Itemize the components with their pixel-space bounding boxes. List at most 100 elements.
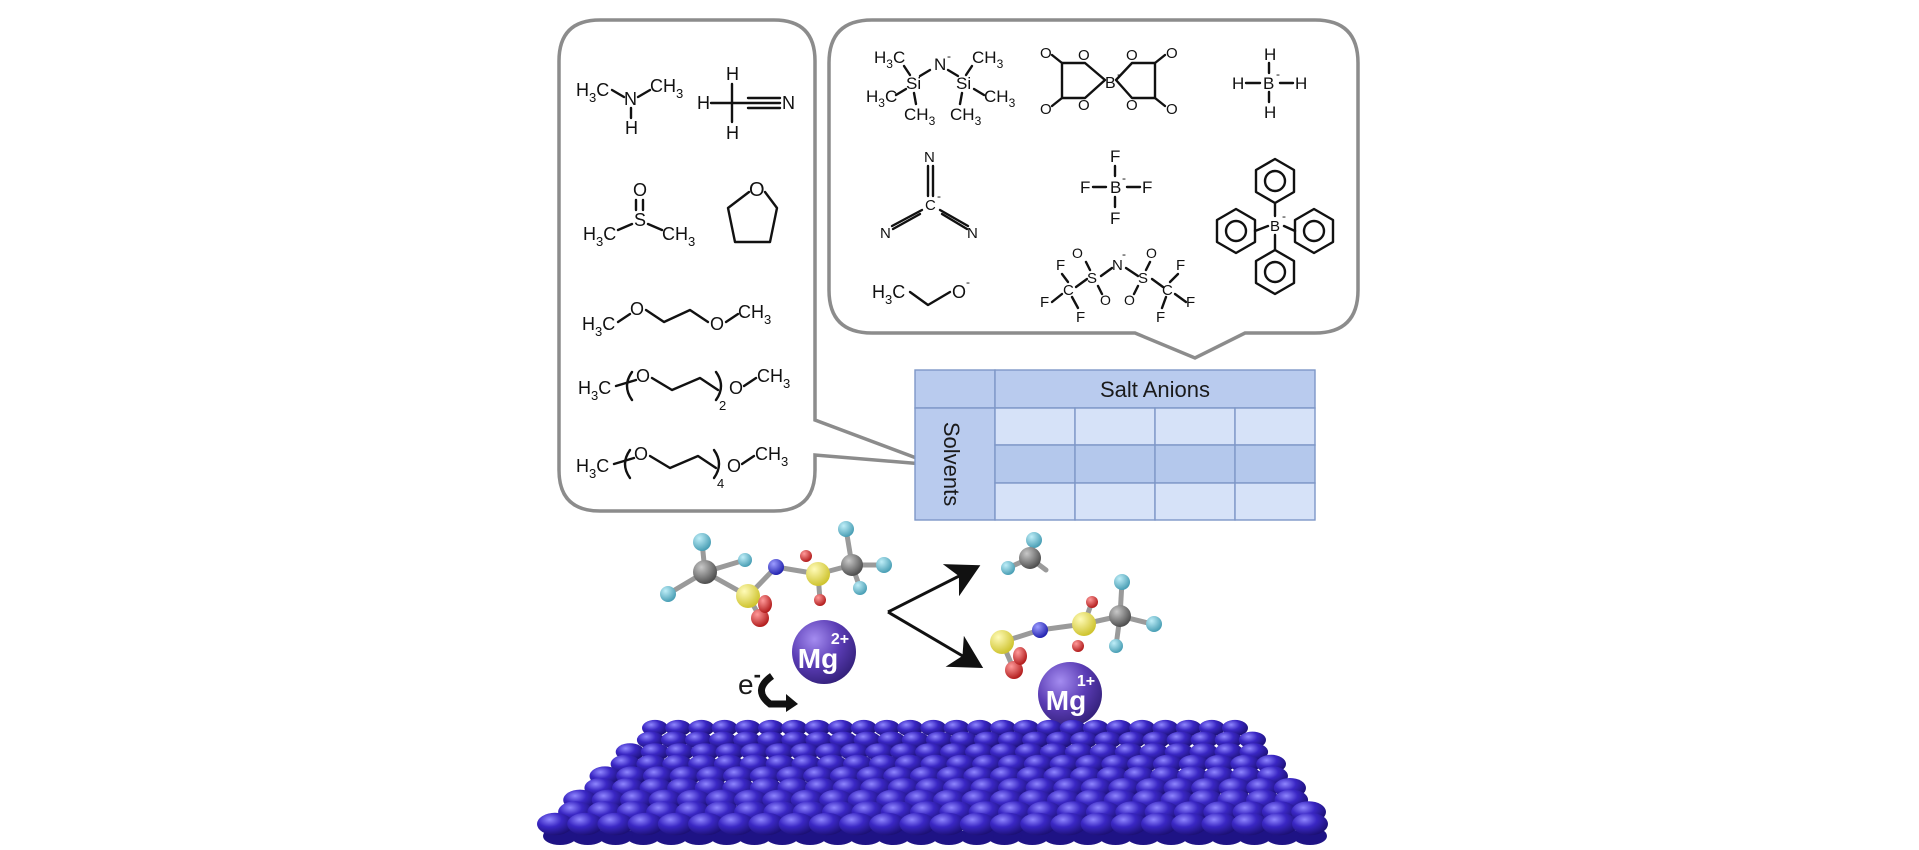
atom-fluorine [1001, 561, 1015, 575]
dme-o1: O [630, 299, 644, 319]
bob-o-1: O [1040, 45, 1052, 62]
electrode-atom [758, 719, 784, 737]
atom-fluorine [853, 581, 867, 595]
electrode-atom [1080, 812, 1117, 836]
electrode-atom [688, 812, 724, 836]
electrode-atom [711, 719, 738, 737]
atom-oxygen [758, 595, 772, 613]
tcm-n-top: N [924, 149, 935, 166]
tfsi-charge: - [1122, 247, 1126, 261]
bph4-charge: - [1282, 209, 1286, 223]
hmds-si-left: Si [906, 74, 921, 93]
atom-fluorine [660, 586, 676, 602]
bob-o-7: O [1166, 45, 1178, 62]
electrode-atom [839, 812, 875, 836]
solvents-bubble-outline [557, 18, 936, 513]
table-cell [1074, 407, 1156, 446]
hmds-ch3-e: CH3 [984, 87, 1016, 110]
bh4-b: B [1263, 74, 1274, 93]
table-cell [994, 407, 1076, 446]
electrode-atom [1201, 812, 1238, 836]
tcm-anion-structure: N C - N N [880, 149, 978, 242]
tcm-c: C [925, 197, 936, 214]
atom-oxygen [1086, 596, 1098, 608]
tfsi-f-2: F [1040, 294, 1049, 311]
table-cell [1234, 482, 1316, 521]
solvent-anion-table: Salt Anions Solvents [914, 369, 1316, 521]
dmso-left-label: H3C [583, 224, 616, 249]
hmds-ch3-a: H3C [874, 48, 905, 71]
bob-o-6: O [1126, 97, 1138, 114]
diglyme-left-label: H3C [578, 378, 611, 403]
bf4-f-top: F [1110, 147, 1120, 166]
atom-sulfur [990, 630, 1014, 654]
tfsi-f-4: F [1176, 257, 1185, 274]
electrode-atom [1261, 812, 1298, 836]
dme-left-label: H3C [582, 314, 615, 339]
tfsi-f-1: F [1056, 257, 1065, 274]
tfsi-anion-structure: F F F C S O O N - S O O C [1040, 245, 1195, 326]
electrode-atom [781, 719, 808, 737]
diglyme-o2: O [729, 378, 743, 398]
atom-fluorine [1026, 532, 1042, 548]
ethoxide-o: O [952, 282, 966, 302]
table-column-header-label: Salt Anions [1100, 377, 1210, 402]
atom-fluorine [1114, 574, 1130, 590]
hmds-n: N [934, 55, 946, 74]
table-column-header [994, 369, 1316, 409]
electrode-atom [748, 812, 785, 836]
atom-oxygen [1013, 647, 1027, 665]
table-cell [1154, 444, 1236, 484]
electrode-atom [804, 719, 831, 737]
hmds-anion-structure: N - Si Si H3C H3C CH3 CH3 CH3 CH3 [866, 48, 1016, 128]
mg1-ion: Mg 1+ [1038, 662, 1102, 726]
bf4-f-left: F [1080, 178, 1090, 197]
electrode-atom [899, 812, 936, 836]
trimethylamine-n: N [624, 89, 637, 109]
table-cell [1074, 482, 1156, 521]
electrode-atom [1050, 812, 1087, 836]
cf3-fragment-3d [1001, 532, 1049, 575]
electrode-atom [1141, 812, 1177, 836]
acetonitrile-n: N [782, 93, 795, 113]
electrode-atom [990, 812, 1026, 836]
decomposed-fragment-3d [990, 574, 1162, 679]
tetraglyme-o2: O [727, 456, 741, 476]
bph4-anion-structure: B - [1215, 157, 1335, 296]
electrode-atom [734, 719, 761, 737]
bob-o-5: O [1126, 47, 1138, 64]
electrode-atom [1292, 812, 1328, 836]
bh4-h-right: H [1295, 74, 1307, 93]
electrode-atom [1059, 719, 1086, 737]
bob-o-3: O [1078, 47, 1090, 64]
electrode-atom [929, 812, 966, 836]
mg-electrode-surface [537, 719, 1328, 845]
tfsi-o-2: O [1100, 292, 1111, 308]
tetraglyme-left-label: H3C [576, 456, 609, 481]
trimethylamine-right-label: CH3 [650, 76, 683, 101]
table-row-header-label: Solvents [939, 422, 964, 506]
table-corner-cell [914, 369, 996, 409]
tcm-n-right: N [967, 225, 978, 242]
hmds-ch3-c: CH3 [904, 105, 936, 128]
atom-sulfur [1072, 612, 1096, 636]
atom-carbon [1109, 605, 1131, 627]
atom-oxygen [800, 550, 812, 562]
bob-o-2: O [1040, 101, 1052, 118]
bf4-f-right: F [1142, 178, 1152, 197]
diglyme-right-label: CH3 [757, 366, 790, 391]
hmds-ch3-b: H3C [866, 87, 897, 110]
table-row-header [914, 407, 996, 521]
mg1-sphere [1038, 662, 1102, 726]
electrode-atom [959, 812, 996, 836]
bf4-f-bottom: F [1110, 209, 1120, 228]
trimethylamine-left-label: H3C [576, 80, 609, 105]
table-cell [1234, 407, 1316, 446]
electron-transfer-arrow [758, 673, 790, 708]
thf-o: O [749, 179, 765, 201]
bh4-h-left: H [1232, 74, 1244, 93]
atom-oxygen [751, 609, 769, 627]
reaction-arrows [887, 564, 984, 669]
dme-structure: H3C O O CH3 [582, 299, 771, 339]
